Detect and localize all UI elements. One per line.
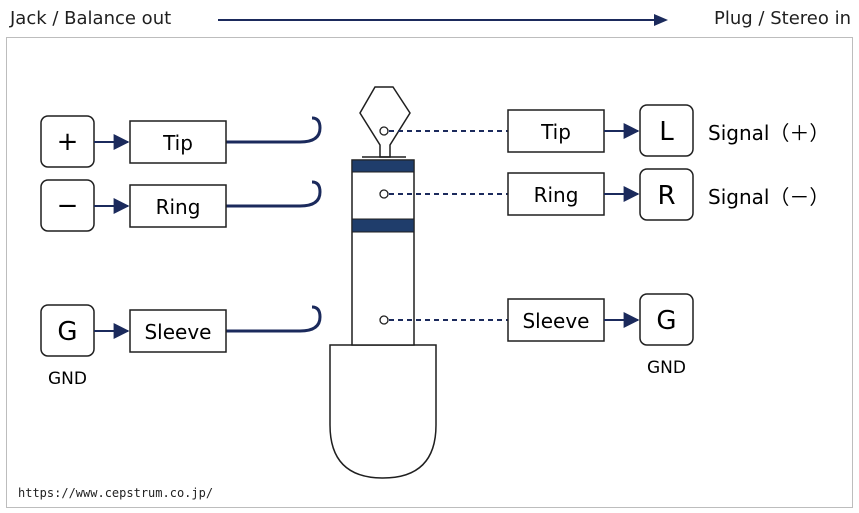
plug-label-tip: Tip: [540, 120, 571, 144]
plug-handle: [329, 344, 437, 479]
insulator-band-1: [351, 159, 415, 173]
plug-caption-signal-plus: Signal（＋）: [708, 121, 829, 145]
diagram-frame: [6, 37, 853, 508]
plug-terminal-ring: Ring R Signal（－）: [507, 168, 829, 221]
plug-terminal-sleeve: Sleeve G GND: [507, 293, 694, 378]
plug-symbol-left: L: [659, 117, 674, 147]
jack-terminal-ring: − Ring: [40, 179, 227, 232]
header-left-title: Jack / Balance out: [10, 8, 172, 29]
sleeve-contact-point: [379, 315, 389, 325]
tip-contact-point: [379, 126, 389, 136]
jack-label-tip: Tip: [162, 131, 193, 155]
ring-contact-point: [379, 189, 389, 199]
jack-caption-gnd: GND: [48, 369, 87, 389]
plug-body: [329, 86, 437, 479]
plug-label-sleeve: Sleeve: [522, 309, 589, 333]
jack-label-sleeve: Sleeve: [144, 320, 211, 344]
plug-symbol-right: R: [657, 181, 675, 211]
plug-tip: [359, 86, 411, 158]
plug-terminal-tip: Tip L Signal（＋）: [507, 104, 829, 157]
tip-wire: [226, 116, 322, 144]
header-right-title: Plug / Stereo in: [714, 8, 851, 29]
insulator-band-2: [351, 218, 415, 233]
direction-arrow: [218, 14, 668, 26]
jack-symbol-ground: G: [57, 317, 77, 347]
footer-url: https://www.cepstrum.co.jp/: [18, 486, 214, 500]
plug-label-ring: Ring: [534, 183, 579, 207]
jack-symbol-minus: −: [57, 191, 79, 221]
jack-terminal-tip: + Tip: [40, 115, 227, 168]
plug-caption-gnd: GND: [647, 358, 686, 378]
ring-wire: [226, 180, 322, 208]
plug-caption-signal-minus: Signal（－）: [708, 185, 829, 209]
jack-label-ring: Ring: [156, 195, 201, 219]
jack-terminal-sleeve: G Sleeve GND: [40, 304, 227, 389]
jack-symbol-plus: +: [57, 127, 79, 157]
plug-symbol-ground: G: [656, 306, 676, 336]
sleeve-wire: [226, 305, 322, 333]
